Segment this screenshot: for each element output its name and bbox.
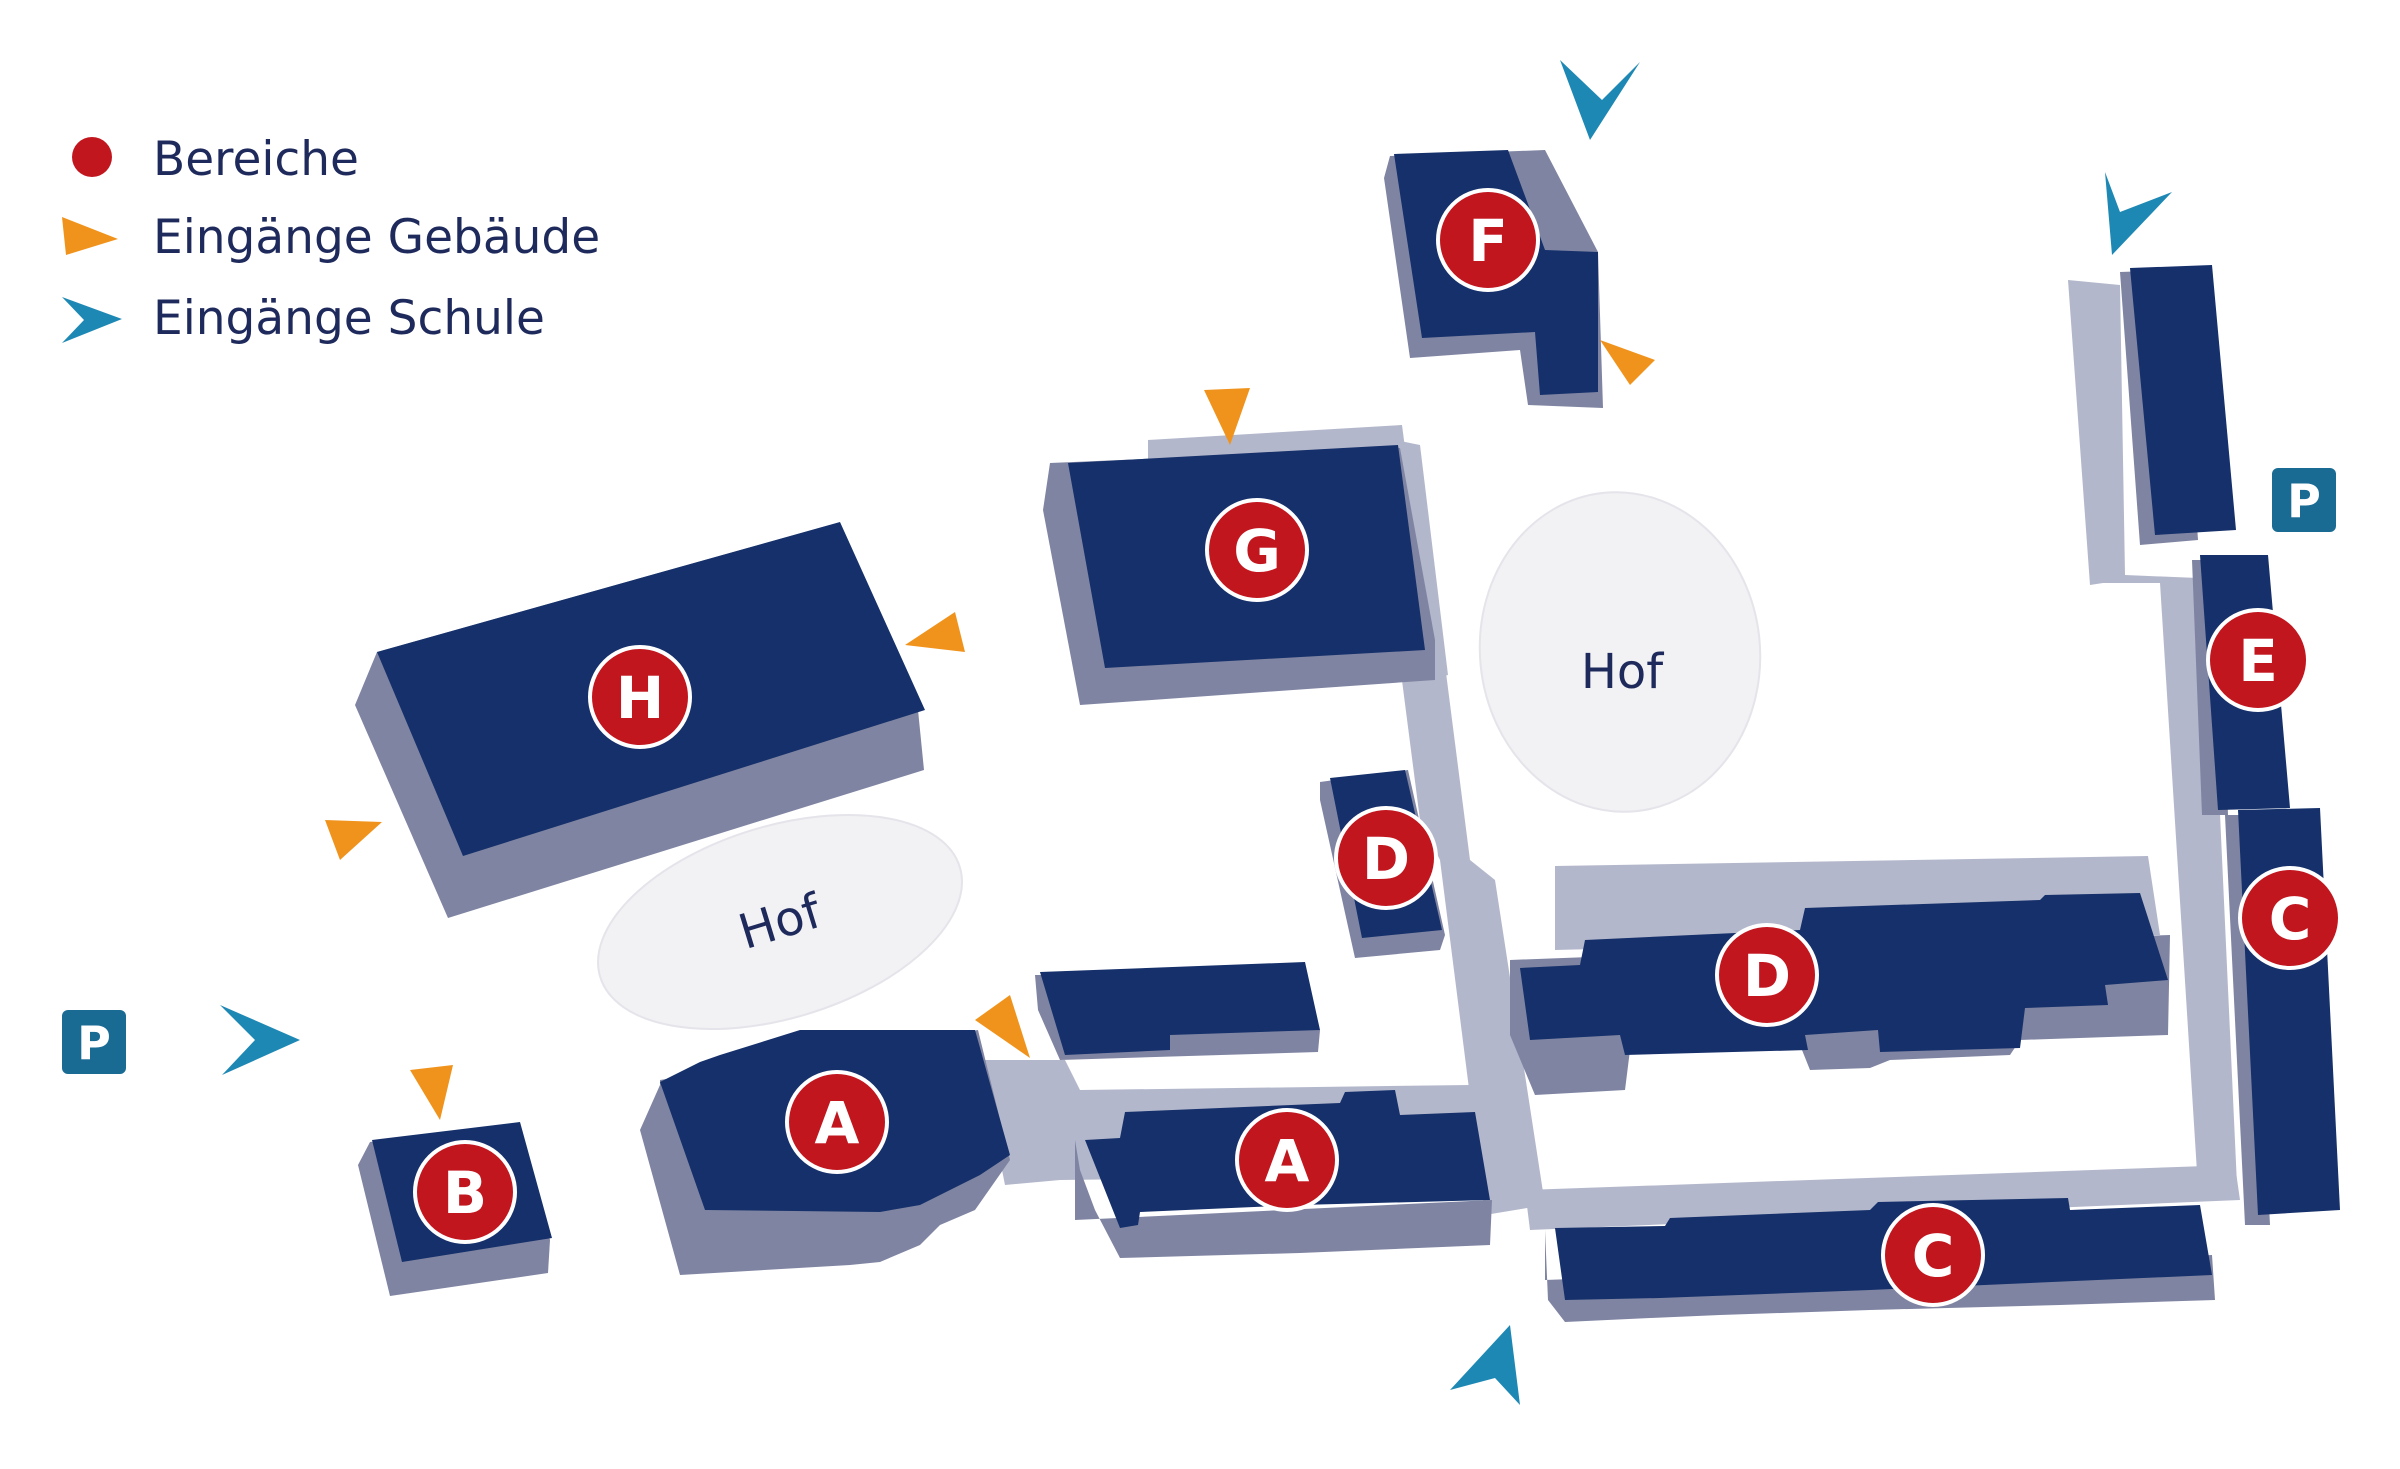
area-badge-h-circle: [588, 645, 692, 749]
hof-right-label: Hof: [1581, 644, 1664, 700]
building-d-main: [1510, 893, 2170, 1095]
school-entrance-arrow-north: [1560, 60, 1640, 140]
parking-left-label: P: [77, 1016, 111, 1070]
building-e-upper-top: [2130, 265, 2236, 535]
parking-left-sign: [62, 1010, 126, 1074]
area-badge-a-right-circle: [1235, 1108, 1339, 1212]
legend: Bereiche Eingänge Gebäude Eingänge Schul…: [62, 132, 600, 346]
corridor-south: [1525, 1165, 2240, 1230]
area-badge-d-small-label: D: [1362, 825, 1410, 893]
legend-area-marker: [72, 137, 112, 177]
legend-building-entrances-label: Eingänge Gebäude: [153, 210, 600, 265]
legend-school-entrances-label: Eingänge Schule: [153, 291, 545, 346]
parking-right-label: P: [2287, 474, 2321, 528]
area-badge-b[interactable]: B: [413, 1140, 517, 1244]
building-entrance-arrow-h-east: [905, 612, 965, 652]
area-badge-f-circle: [1436, 188, 1540, 292]
hof-left-courtyard: [597, 813, 963, 1031]
building-entrance-arrow-a: [975, 995, 1030, 1058]
legend-building-entrance-arrow: [62, 217, 118, 255]
area-badge-a-left-circle: [785, 1070, 889, 1174]
area-badge-a-right[interactable]: A: [1235, 1108, 1339, 1212]
area-badge-a-right-label: A: [1265, 1127, 1310, 1195]
courtyards: Hof Hof: [597, 491, 1762, 1031]
building-entrance-arrow-b: [410, 1065, 453, 1120]
building-d-main-top: [1520, 893, 2168, 1055]
area-badge-c-bottom-circle: [1881, 1203, 1985, 1307]
school-entrance-arrow-northeast: [2105, 172, 2172, 255]
building-a-upper-top: [1040, 962, 1320, 1055]
area-badge-g-circle: [1205, 498, 1309, 602]
area-badge-c-right[interactable]: C: [2238, 866, 2342, 970]
area-badge-f-label: F: [1468, 207, 1508, 275]
building-a-right-side: [1075, 1140, 1492, 1258]
area-badge-d-main[interactable]: D: [1715, 923, 1819, 1027]
parking-right[interactable]: P: [2272, 468, 2336, 532]
school-entrances: [220, 60, 2172, 1405]
legend-school-entrance-arrow: [62, 297, 122, 343]
area-badge-c-bottom[interactable]: C: [1881, 1203, 1985, 1307]
area-badge-c-right-circle: [2238, 866, 2342, 970]
area-badge-g[interactable]: G: [1205, 498, 1309, 602]
area-badge-f[interactable]: F: [1436, 188, 1540, 292]
building-a-upper: [1035, 962, 1320, 1060]
area-badge-b-circle: [413, 1140, 517, 1244]
school-entrance-arrow-west: [220, 1005, 300, 1075]
parking-left[interactable]: P: [62, 1010, 126, 1074]
area-badge-h[interactable]: H: [588, 645, 692, 749]
area-badge-d-small[interactable]: D: [1334, 806, 1438, 910]
area-badge-g-label: G: [1233, 517, 1281, 585]
area-badge-e-circle: [2206, 608, 2310, 712]
building-entrance-arrow-f: [1600, 340, 1655, 385]
area-badge-a-left-label: A: [815, 1089, 860, 1157]
building-e: [2120, 265, 2290, 815]
school-entrance-arrow-south: [1450, 1325, 1520, 1405]
area-badge-d-small-circle: [1334, 806, 1438, 910]
corridor-central-vertical: [1400, 665, 1545, 1215]
legend-areas-label: Bereiche: [153, 132, 359, 187]
area-badge-a-left[interactable]: A: [785, 1070, 889, 1174]
area-badge-e-label: E: [2238, 627, 2278, 695]
area-badge-c-bottom-label: C: [1912, 1222, 1955, 1290]
parking-right-sign: [2272, 468, 2336, 532]
area-badge-c-right-label: C: [2269, 885, 2312, 953]
area-badge-d-main-label: D: [1743, 942, 1791, 1010]
area-badge-d-main-circle: [1715, 923, 1819, 1027]
building-entrance-arrow-h-west: [325, 820, 382, 860]
hof-right-courtyard: [1478, 491, 1762, 813]
building-entrance-arrow-g: [1204, 388, 1250, 445]
corridor-g-north: [1148, 425, 1405, 460]
area-badge-e[interactable]: E: [2206, 608, 2310, 712]
area-badge-h-label: H: [616, 664, 665, 732]
area-badges: H G F E D D C C: [413, 188, 2342, 1307]
corridor-east-vertical: [2068, 280, 2237, 1188]
building-entrances: [325, 340, 1655, 1120]
area-badge-b-label: B: [443, 1159, 487, 1227]
